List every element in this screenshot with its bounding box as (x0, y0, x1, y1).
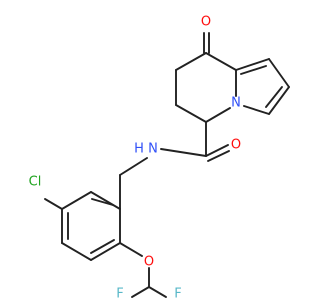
bond-ar2-ar3 (61, 191, 92, 210)
bond-c1-c2 (268, 58, 290, 88)
bond-ar3-cl (44, 198, 63, 210)
bond-camide-o-b (207, 150, 230, 162)
molecule-structure-diagram: O N N H O Cl O F F (29, 15, 290, 300)
atom-h-amide: H (134, 142, 144, 157)
bond-ar5-ar6-inner (90, 239, 115, 254)
atom-cl: Cl (29, 175, 42, 190)
bond-ar1-ar2-inner (91, 198, 114, 206)
bond-c2-c3-inner (265, 86, 283, 108)
bond-camide-o-a (205, 144, 229, 157)
bond-ar6-oether (119, 242, 143, 257)
atom-o-amide: O (231, 138, 241, 153)
atom-label-layer: O N N H O Cl O F F (29, 15, 241, 300)
atom-n-amide: N (148, 142, 158, 157)
bond-c3-n4 (243, 105, 270, 115)
bond-camide-namide (160, 148, 207, 157)
bond-layer (44, 32, 290, 298)
atom-n-ring: N (231, 96, 241, 111)
bond-c8a-c1-inner (240, 65, 267, 75)
atom-o-ether: O (144, 255, 154, 270)
bond-ar4-ar5 (61, 242, 92, 261)
atom-f-right: F (174, 287, 181, 300)
bond-c2-c3 (268, 86, 290, 115)
bond-c5-n4 (205, 107, 231, 123)
atom-o-ketone: O (201, 15, 211, 30)
bond-chf2-f-left (131, 286, 150, 298)
bond-namide-ch2 (119, 157, 148, 176)
bond-c8a-c8 (205, 52, 237, 71)
atom-f-left: F (116, 287, 123, 300)
bond-ar1-ar2 (90, 191, 121, 210)
bond-c8-c7 (175, 52, 207, 71)
bond-c8a-c1 (235, 58, 270, 71)
bond-c6-c5 (175, 104, 207, 123)
bond-chf2-f-right (148, 286, 167, 298)
bond-ar5-ar6 (90, 242, 121, 261)
